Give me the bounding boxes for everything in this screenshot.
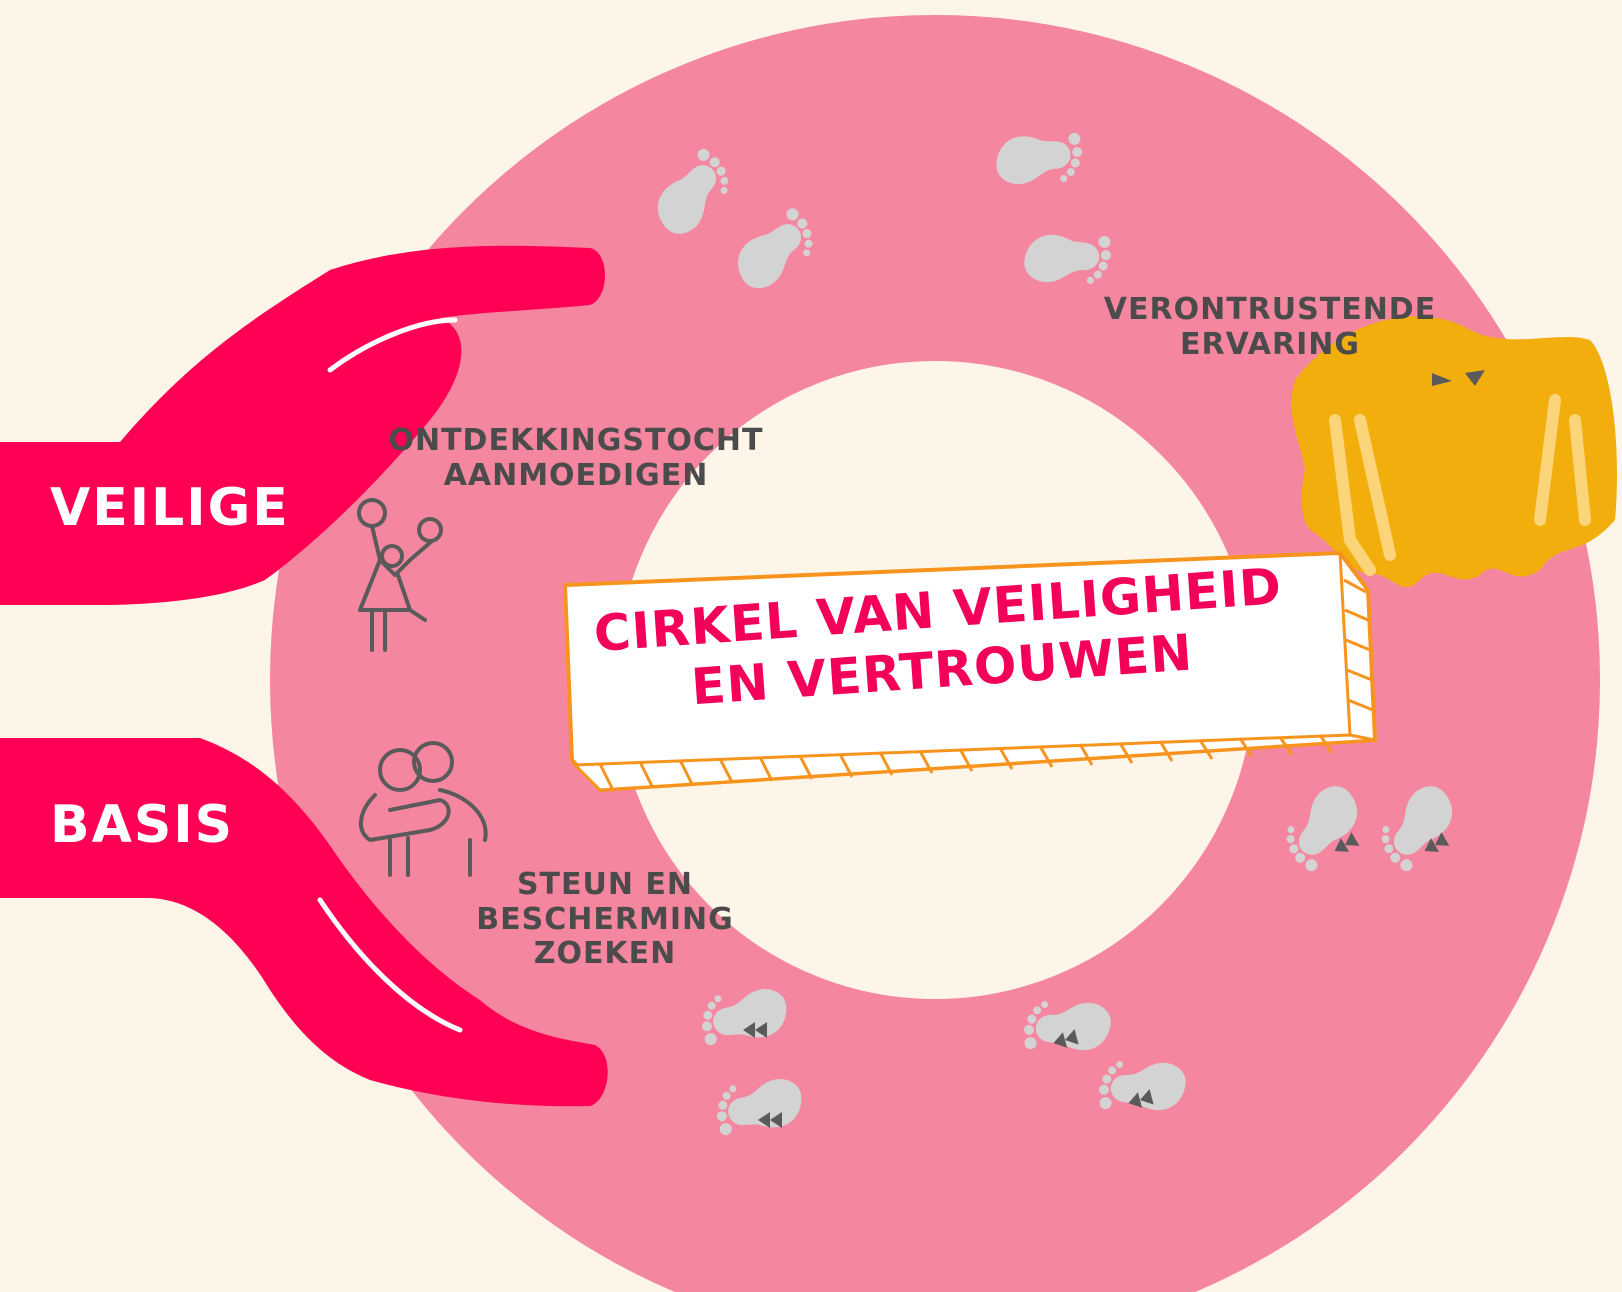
- threat-label: VERONTRUSTENDE ERVARING: [1085, 293, 1455, 362]
- explore-label-line-1: ONTDEKKINGSTOCHT: [376, 424, 776, 459]
- explore-label-line-2: AANMOEDIGEN: [376, 459, 776, 494]
- support-label: STEUN EN BESCHERMING ZOEKEN: [455, 868, 755, 972]
- support-label-line-1: STEUN EN: [455, 868, 755, 903]
- explore-label: ONTDEKKINGSTOCHT AANMOEDIGEN: [376, 424, 776, 493]
- threat-label-line-1: VERONTRUSTENDE: [1085, 293, 1455, 328]
- hand-label-basis: BASIS: [50, 795, 234, 855]
- support-label-line-2: BESCHERMING: [455, 903, 755, 938]
- threat-label-line-2: ERVARING: [1085, 328, 1455, 363]
- support-label-line-3: ZOEKEN: [455, 937, 755, 972]
- hand-label-veilige: VEILIGE: [50, 478, 290, 538]
